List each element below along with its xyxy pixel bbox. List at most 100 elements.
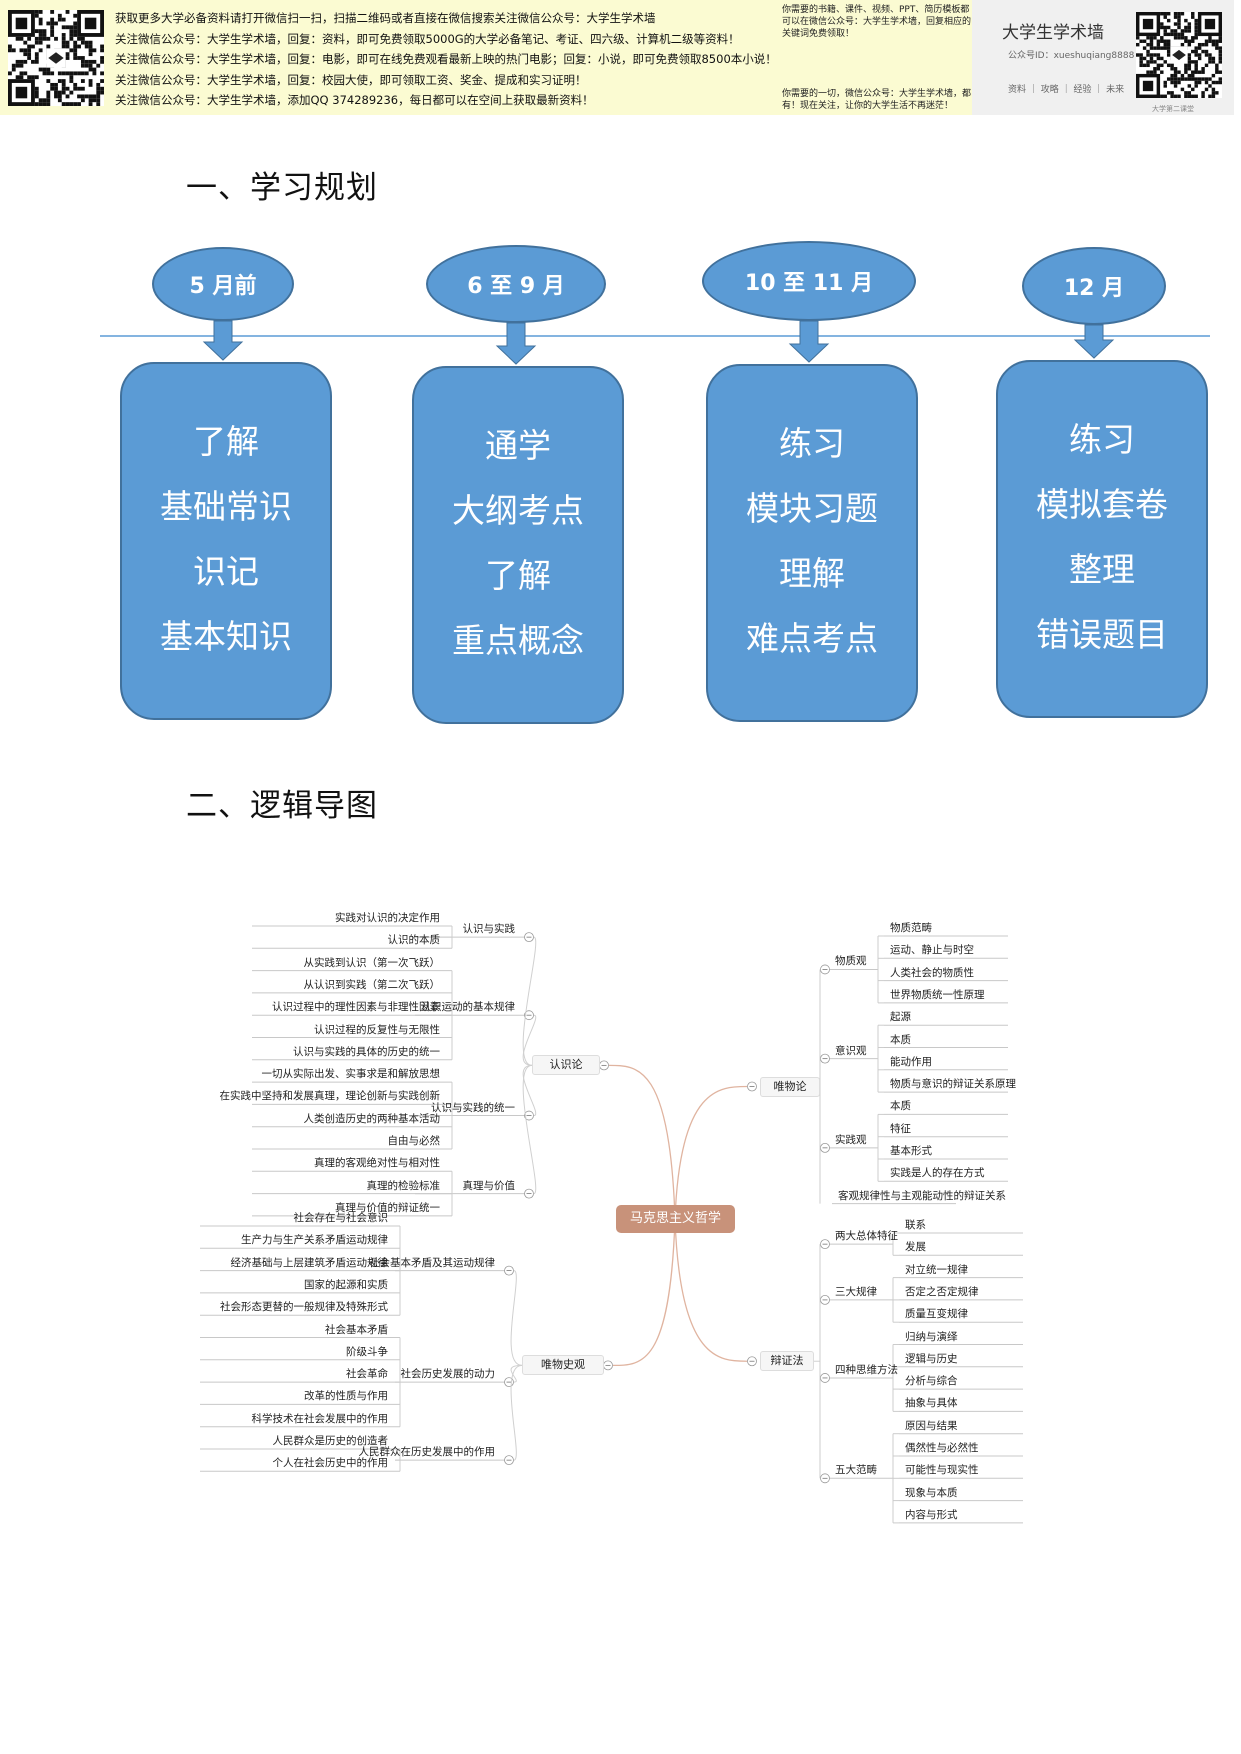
mind-map-leaf: 发展 [905,1241,926,1254]
banner-ad-strip: 获取更多大学必备资料请打开微信扫一扫，扫描二维码或者直接在微信搜索关注微信公众号… [0,0,972,115]
brand-title: 大学生学术墙 [1002,23,1104,43]
mind-map: 马克思主义哲学 实践对认识的决定作用认识的本质认识与实践从实践到认识（第一次飞跃… [0,880,1241,1560]
banner-text-lines: 获取更多大学必备资料请打开微信扫一扫，扫描二维码或者直接在微信搜索关注微信公众号… [115,8,777,111]
mind-map-leaf: 可能性与现实性 [905,1464,979,1477]
mind-map-leaf: 经济基础与上层建筑矛盾运动规律 [230,1256,389,1269]
mind-map-group: 实践观 [835,1133,867,1146]
mind-map-branch: 认识论 [532,1055,600,1076]
down-arrow-icon [202,320,244,361]
timeline-period-badge: 6 至 9 月 [426,245,606,323]
qr-code-icon [8,10,104,106]
banner-note-a: 你需要的书籍、课件、视频、PPT、简历模板都可以在微信公众号：大学生学术墙，回复… [782,5,972,39]
mind-map-group: 物质观 [835,955,867,968]
timeline-task-item: 基本知识 [160,617,292,656]
mind-map-connectors [200,925,1023,1524]
mind-map-leaf: 真理的客观绝对性与相对性 [314,1157,440,1170]
timeline-task-item: 重点概念 [452,621,584,660]
timeline-task-card: 了解基础常识识记基本知识 [120,362,332,720]
mind-map-leaf: 世界物质统一性原理 [890,988,985,1001]
brand-card: 大学生学术墙 公众号ID：xueshuqiang8888 资料 ｜ 攻略 ｜ 经… [972,0,1234,115]
timeline-task-card: 通学大纲考点了解重点概念 [412,366,624,724]
mind-map-leaf: 社会革命 [346,1368,388,1381]
timeline-task-item: 识记 [193,552,259,591]
mind-map-leaf: 认识与实践的具体的历史的统一 [293,1045,440,1058]
timeline-task-item: 了解 [193,422,259,461]
mind-map-leaf: 物质与意识的辩证关系原理 [890,1078,1016,1091]
mind-map-branch: 唯物史观 [522,1355,604,1376]
mind-map-leaf: 真理的检验标准 [366,1179,441,1192]
mind-map-leaf: 人类创造历史的两种基本活动 [303,1112,441,1125]
banner-side-note: 你需要的书籍、课件、视频、PPT、简历模板都可以在微信公众号：大学生学术墙，回复… [782,4,972,112]
timeline-task-item: 模块习题 [746,489,878,528]
mind-map-group: 四种思维方法 [835,1363,898,1376]
timeline-task-item: 整理 [1069,550,1135,589]
mind-map-leaf: 本质 [890,1033,911,1046]
mind-map-leaf: 运动、静止与时空 [890,944,974,957]
mind-map-group: 意识观 [835,1044,867,1057]
mind-map-leaf: 认识的本质 [387,934,441,947]
mind-map-group: 社会基本矛盾及其运动规律 [369,1256,495,1269]
timeline-line [100,320,1210,365]
mind-map-leaf: 物质范畴 [890,922,932,934]
banner-line: 关注微信公众号：大学生学术墙，回复：资料，即可免费领取5000G的大学必备笔记、… [115,31,740,46]
timeline-task-item: 基础常识 [160,487,292,526]
section-heading-plan: 一、学习规划 [186,170,378,206]
mind-map-leaf: 逻辑与历史 [905,1352,958,1365]
timeline-task-item: 练习 [779,424,845,463]
mind-map-leaf: 人民群众是历史的创造者 [272,1435,389,1447]
mind-map-leaf: 实践对认识的决定作用 [335,912,440,924]
timeline-task-card: 练习模块习题理解难点考点 [706,364,918,722]
mind-map-leaf: 阶级斗争 [346,1345,388,1358]
mind-map-branch: 唯物论 [760,1076,820,1097]
mind-map-leaf: 本质 [890,1100,911,1113]
mind-map-leaf: 人类社会的物质性 [890,966,974,979]
mind-map-group: 社会历史发展的动力 [400,1368,496,1381]
mind-map-leaf: 改革的性质与作用 [304,1390,388,1403]
banner-line: 获取更多大学必备资料请打开微信扫一扫，扫描二维码或者直接在微信搜索关注微信公众号… [115,11,656,25]
mind-map-leaf: 个人在社会历史中的作用 [272,1457,389,1470]
mind-map-group: 认识运动的基本规律 [420,1001,516,1014]
mind-map-leaf: 一切从实际出发、实事求是和解放思想 [261,1068,441,1081]
mind-map-group: 两大总体特征 [835,1230,898,1243]
mind-map-leaf: 分析与综合 [905,1375,958,1388]
down-arrow-icon [1073,324,1115,359]
section-heading-mindmap: 二、逻辑导图 [186,788,378,824]
timeline-task-item: 通学 [485,426,551,465]
timeline-task-card: 练习模拟套卷整理错误题目 [996,360,1208,718]
mind-map-leaf: 社会基本矛盾 [325,1323,388,1336]
timeline-task-item: 理解 [779,554,845,593]
mind-map-leaf: 起源 [890,1011,911,1024]
timeline-task-item: 模拟套卷 [1036,485,1168,524]
timeline-period-badge: 5 月前 [152,247,294,321]
mind-map-group: 真理与价值 [462,1179,516,1192]
mind-map-leaf: 基本形式 [890,1145,932,1157]
timeline-task-item: 错误题目 [1036,615,1168,654]
mind-map-leaf: 客观规律性与主观能动性的辩证关系 [838,1189,1006,1202]
mind-map-leaf: 能动作用 [890,1055,932,1068]
mind-map-leaf: 真理与价值的辩证统一 [335,1201,440,1214]
timeline-task-item: 练习 [1069,420,1135,459]
timeline-period-badge: 12 月 [1022,247,1166,325]
timeline-task-item: 了解 [485,556,551,595]
brand-caption: 大学第二课堂 [1152,105,1194,113]
qr-code-icon [1136,12,1222,98]
mind-map-leaf: 在实践中坚持和发展真理，理论创新与实践创新 [219,1090,441,1103]
mind-map-leaf: 对立统一规律 [905,1263,968,1276]
mind-map-group: 人民群众在历史发展中的作用 [358,1446,496,1459]
mind-map-leaf: 抽象与具体 [905,1397,958,1410]
mind-map-leaf: 否定之否定规律 [905,1285,979,1298]
mind-map-leaf: 生产力与生产关系矛盾运动规律 [241,1234,388,1247]
mind-map-leaf: 从实践到认识（第一次飞跃） [303,956,441,969]
mind-map-branch: 辩证法 [760,1351,814,1372]
brand-links: 资料 ｜ 攻略 ｜ 经验 ｜ 未来 [1008,85,1125,95]
mind-map-leaf: 偶然性与必然性 [905,1442,979,1454]
banner-line: 关注微信公众号：大学生学术墙，回复：电影，即可在线免费观看最新上映的热门电影；回… [115,52,777,66]
header-banner: 获取更多大学必备资料请打开微信扫一扫，扫描二维码或者直接在微信搜索关注微信公众号… [0,0,1241,115]
mind-map-leaf: 原因与结果 [905,1419,958,1432]
mind-map-leaf: 国家的起源和实质 [304,1278,388,1291]
banner-line: 关注微信公众号：大学生学术墙，回复：校园大使，即可领取工资、奖金、提成和实习证明… [115,72,587,87]
down-arrow-icon [495,322,537,365]
mind-map-leaf: 科学技术在社会发展中的作用 [251,1412,389,1425]
mind-map-center: 马克思主义哲学 [616,1205,735,1233]
banner-note-b: 你需要的一切，微信公众号：大学生学术墙，都有！现在关注，让你的大学生活不再迷茫！ [782,89,972,111]
